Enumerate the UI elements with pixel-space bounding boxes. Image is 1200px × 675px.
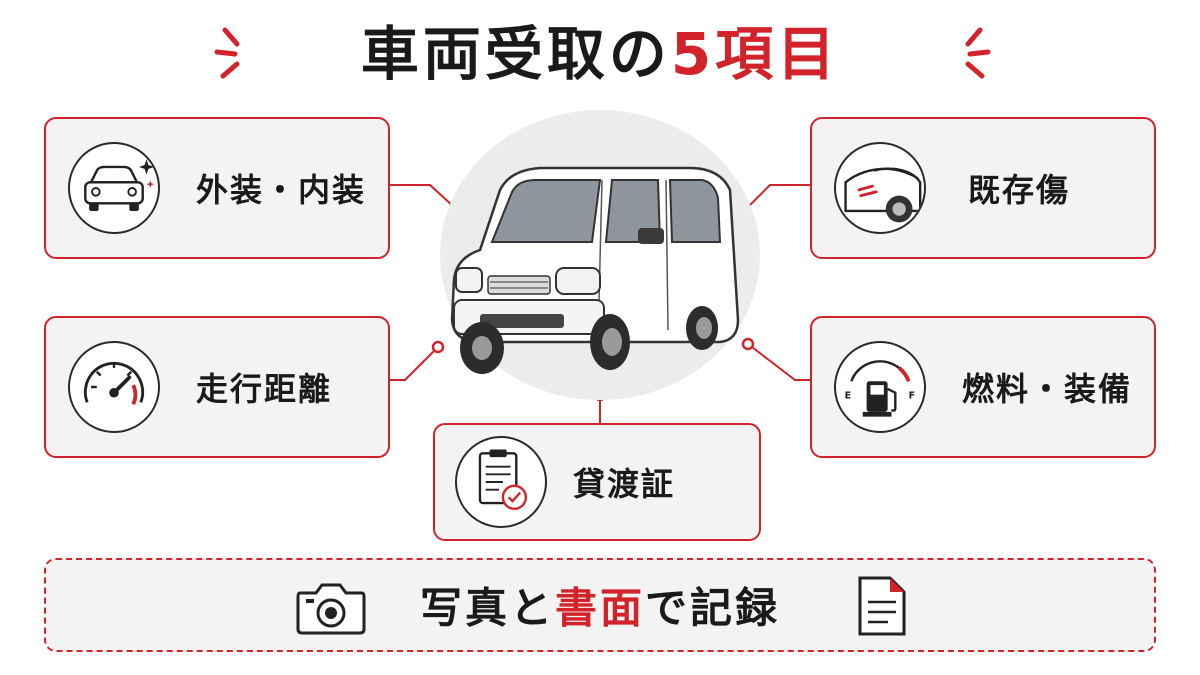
item-card-exterior-interior: 外装・内装 [44,117,390,259]
car-sparkle-icon [68,142,160,234]
title-accent: 5項目 [670,20,840,88]
burst-right-icon [965,27,991,79]
item-label: 外装・内装 [196,171,367,209]
footer-text-part2: で記録 [645,583,781,633]
item-label: 貸渡証 [573,465,676,503]
fuel-gauge-icon: E F [834,341,926,433]
item-card-fuel-equipment: E F 燃料・装備 [810,316,1156,458]
item-card-existing-damage: 既存傷 [810,117,1156,259]
footer-text: 写真と書面で記録 [46,575,1154,636]
item-label: 走行距離 [196,370,333,408]
item-label: 燃料・装備 [962,370,1133,408]
footer-banner: 写真と書面で記録 [44,558,1156,652]
document-icon [858,576,906,636]
burst-left-icon [214,27,240,79]
camera-icon [296,583,366,635]
clipboard-check-icon [455,436,547,528]
item-label: 既存傷 [968,171,1071,209]
svg-text:E: E [845,390,852,401]
van-illustration [450,166,740,374]
footer-text-part1: 写真と [419,583,555,633]
speedometer-icon [68,341,160,433]
title-main: 車両受取の [360,20,671,88]
item-card-mileage: 走行距離 [44,316,390,458]
page-title: 車両受取の5項目 [0,14,1200,94]
item-card-rental-certificate: 貸渡証 [433,423,761,541]
svg-text:F: F [909,390,916,401]
car-scratch-icon [834,142,926,234]
footer-text-accent: 書面 [554,583,645,633]
